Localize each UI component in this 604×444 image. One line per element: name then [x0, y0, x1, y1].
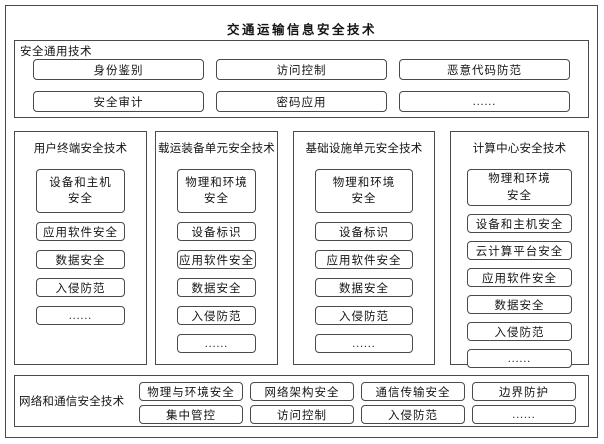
- section-network-label: 网络和通信安全技术: [19, 396, 125, 408]
- item-ellipsis: ......: [36, 306, 125, 325]
- general-row-2: 安全审计 密码应用 ......: [33, 91, 570, 112]
- item-device-identification: 设备标识: [177, 222, 256, 241]
- network-rows: 物理与环境安全 网络架构安全 通信传输安全 边界防护 集中管控 访问控制 入侵防…: [139, 382, 576, 424]
- item-physical-env-security: 物理和环境安全: [467, 169, 572, 206]
- item-app-software-security: 应用软件安全: [467, 268, 572, 287]
- column-computing-center-title: 计算中心安全技术: [472, 143, 567, 155]
- tech-box-physical-env-security: 物理与环境安全: [139, 382, 243, 401]
- column-vehicle-equipment-items: 物理和环境安全 设备标识 应用软件安全 数据安全 入侵防范 ......: [156, 169, 277, 353]
- item-data-security: 数据安全: [467, 295, 572, 314]
- tech-box-ellipsis: ......: [399, 91, 570, 112]
- item-label: 物理和环境安全: [185, 176, 248, 205]
- item-ellipsis: ......: [315, 334, 413, 353]
- tech-box-intrusion-prevention: 入侵防范: [361, 405, 465, 424]
- tech-box-centralized-control: 集中管控: [139, 405, 243, 424]
- item-device-host-security: 设备和主机安全: [36, 169, 125, 213]
- column-infrastructure-items: 物理和环境安全 设备标识 应用软件安全 数据安全 入侵防范 ......: [294, 169, 434, 353]
- tech-box-ellipsis: ......: [472, 405, 576, 424]
- item-data-security: 数据安全: [315, 278, 413, 297]
- column-infrastructure-title: 基础设施单元安全技术: [305, 143, 423, 155]
- item-data-security: 数据安全: [177, 278, 256, 297]
- item-ellipsis: ......: [467, 349, 572, 368]
- tech-box-boundary-protection: 边界防护: [472, 382, 576, 401]
- item-intrusion-prevention: 入侵防范: [36, 278, 125, 297]
- item-ellipsis: ......: [177, 334, 256, 353]
- column-user-terminal-title: 用户终端安全技术: [33, 143, 128, 155]
- item-device-identification: 设备标识: [315, 222, 413, 241]
- tech-box-access-control: 访问控制: [216, 59, 387, 80]
- tech-box-security-audit: 安全审计: [33, 91, 204, 112]
- item-app-software-security: 应用软件安全: [36, 222, 125, 241]
- column-vehicle-equipment-title: 载运装备单元安全技术: [158, 143, 275, 155]
- tech-box-access-control: 访问控制: [250, 405, 354, 424]
- item-app-software-security: 应用软件安全: [315, 250, 413, 269]
- item-app-software-security: 应用软件安全: [177, 250, 256, 269]
- tech-box-identity-auth: 身份鉴别: [33, 59, 204, 80]
- tech-box-comm-transmission: 通信传输安全: [361, 382, 465, 401]
- column-user-terminal-items: 设备和主机安全 应用软件安全 数据安全 入侵防范 ......: [15, 169, 146, 325]
- item-intrusion-prevention: 入侵防范: [315, 306, 413, 325]
- item-data-security: 数据安全: [36, 250, 125, 269]
- general-row-1: 身份鉴别 访问控制 恶意代码防范: [33, 59, 570, 80]
- network-row-1: 物理与环境安全 网络架构安全 通信传输安全 边界防护: [139, 382, 576, 401]
- item-device-host-security: 设备和主机安全: [467, 214, 572, 233]
- item-label: 物理和环境安全: [488, 173, 551, 202]
- tech-box-crypto-application: 密码应用: [216, 91, 387, 112]
- item-cloud-platform-security: 云计算平台安全: [467, 241, 572, 260]
- section-general-security: 安全通用技术 身份鉴别 访问控制 恶意代码防范 安全审计 密码应用 ......: [14, 40, 589, 118]
- column-vehicle-equipment: 载运装备单元安全技术 物理和环境安全 设备标识 应用软件安全 数据安全 入侵防范…: [155, 131, 278, 365]
- section-network-security: 网络和通信安全技术 物理与环境安全 网络架构安全 通信传输安全 边界防护 集中管…: [14, 375, 589, 427]
- column-computing-center: 计算中心安全技术 物理和环境安全 设备和主机安全 云计算平台安全 应用软件安全 …: [450, 131, 589, 368]
- diagram-title: 交通运输信息安全技术: [226, 23, 377, 37]
- tech-box-malicious-code: 恶意代码防范: [399, 59, 570, 80]
- item-intrusion-prevention: 入侵防范: [467, 322, 572, 341]
- item-label: 设备和主机安全: [49, 176, 112, 205]
- tech-box-network-architecture: 网络架构安全: [250, 382, 354, 401]
- item-physical-env-security: 物理和环境安全: [177, 169, 256, 213]
- column-user-terminal: 用户终端安全技术 设备和主机安全 应用软件安全 数据安全 入侵防范 ......: [14, 131, 147, 365]
- item-intrusion-prevention: 入侵防范: [177, 306, 256, 325]
- network-row-2: 集中管控 访问控制 入侵防范 ......: [139, 405, 576, 424]
- section-general-label: 安全通用技术: [18, 43, 94, 59]
- item-label: 物理和环境安全: [332, 176, 396, 205]
- item-physical-env-security: 物理和环境安全: [315, 169, 413, 213]
- column-infrastructure: 基础设施单元安全技术 物理和环境安全 设备标识 应用软件安全 数据安全 入侵防范…: [293, 131, 435, 365]
- column-computing-center-items: 物理和环境安全 设备和主机安全 云计算平台安全 应用软件安全 数据安全 入侵防范…: [451, 169, 588, 368]
